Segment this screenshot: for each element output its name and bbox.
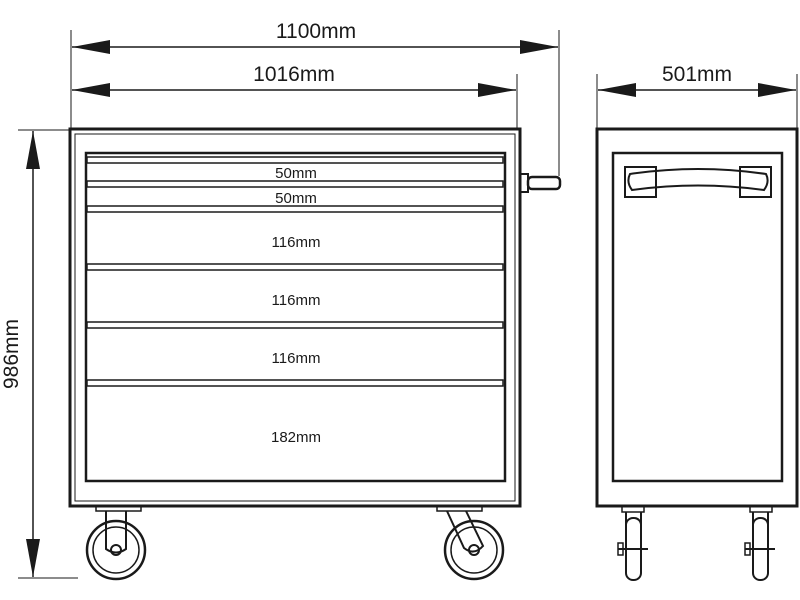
caster-wheel-rim: [92, 526, 140, 574]
caster-mount-plate: [621, 505, 645, 513]
caster-fork: [446, 510, 485, 553]
cabinet-inner-frame: [74, 133, 516, 502]
handle-bracket-left: [624, 166, 657, 198]
height-label: 986mm: [0, 319, 23, 389]
drawer-rail: [86, 205, 504, 213]
overall-width-label: 1100mm: [276, 20, 356, 43]
drawer-rail: [86, 321, 504, 329]
front-view: 1100mm 1016mm 986mm 50mm 50mm 116mm 116m…: [0, 20, 562, 581]
drawer-rail: [86, 180, 504, 188]
drawer-bay: [84, 151, 507, 483]
drawer-1-height-label: 50mm: [275, 165, 317, 182]
drawer-6-height-label: 182mm: [271, 429, 321, 446]
drawer-4-height-label: 116mm: [272, 292, 321, 309]
caster-hub: [110, 544, 122, 556]
depth-label: 501mm: [662, 63, 732, 86]
handle-grip: [627, 168, 769, 192]
side-inner-panel: [611, 151, 784, 483]
front-left-caster: [85, 505, 147, 581]
drawer-2-height-label: 50mm: [275, 190, 317, 207]
side-right-caster: [744, 505, 775, 581]
caster-brake: [617, 542, 624, 556]
side-panel-handle: [624, 166, 772, 198]
body-width-label: 1016mm: [253, 63, 335, 86]
handle-bracket-right: [739, 166, 772, 198]
caster-hub: [468, 544, 480, 556]
caster-mount-plate: [749, 505, 773, 513]
drawer-rail: [86, 379, 504, 387]
caster-wheel: [85, 519, 147, 581]
side-view: 501mm: [595, 63, 799, 581]
side-left-caster: [617, 505, 648, 581]
drawer-5-height-label: 116mm: [272, 350, 321, 367]
caster-brake: [744, 542, 751, 556]
side-handle-grip: [526, 175, 562, 191]
drawer-rail: [86, 263, 504, 271]
caster-mount-plate: [95, 505, 142, 512]
caster-wheel: [443, 519, 505, 581]
drawer-dividers: [86, 156, 504, 387]
caster-fork: [105, 511, 127, 554]
drawer-3-height-label: 116mm: [272, 234, 321, 251]
caster-mount-plate: [436, 505, 483, 512]
cabinet-outer-frame: [68, 127, 522, 508]
drawer-rail: [86, 156, 504, 164]
caster-wheel-rim: [450, 526, 498, 574]
front-right-caster: [436, 505, 505, 581]
